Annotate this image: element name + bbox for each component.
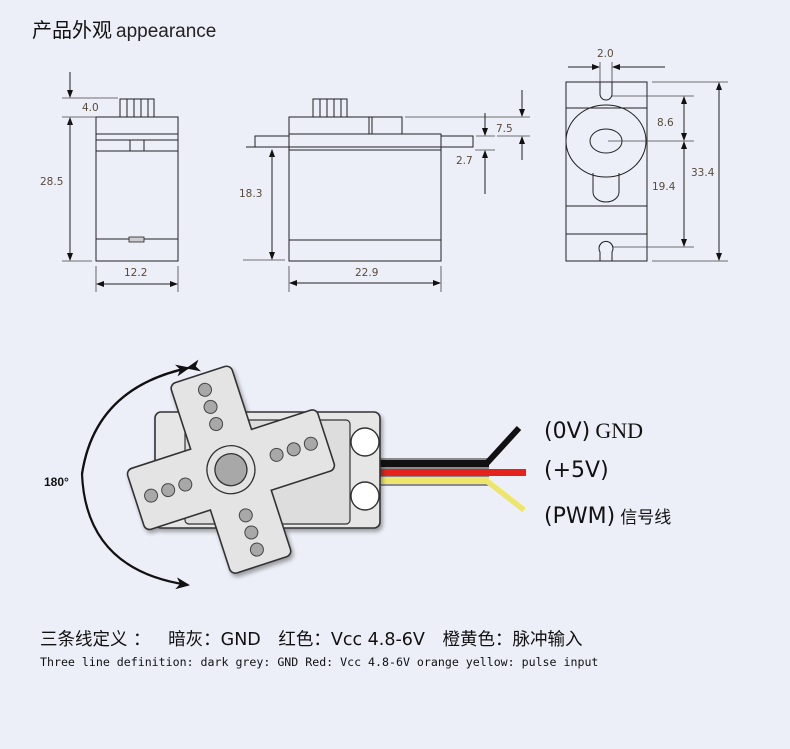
mount-hole bbox=[350, 427, 380, 457]
front-body bbox=[95, 116, 179, 262]
side-view: 18.3 22.9 2.7 7.5 bbox=[239, 90, 530, 292]
wire-black bbox=[376, 460, 489, 467]
wire-label-gnd: (0V) GND bbox=[544, 418, 643, 444]
wire-voltage-pwm: (PWM) bbox=[544, 504, 616, 529]
title-en: appearance bbox=[116, 21, 217, 42]
definition-intro: 三条线定义 ： bbox=[40, 630, 151, 650]
dim-total-length: 33.4 bbox=[691, 167, 715, 179]
dim-slot-width: 2.0 bbox=[597, 48, 614, 60]
dim-top-height: 7.5 bbox=[496, 123, 513, 135]
top-view: 2.0 8.6 19.4 33.4 bbox=[565, 48, 728, 262]
side-body bbox=[288, 133, 442, 262]
definition-en: Three line definition: dark grey: GND Re… bbox=[40, 655, 599, 669]
rotation-angle-label: 180° bbox=[44, 475, 69, 489]
definition-gnd: 暗灰：GND bbox=[168, 630, 261, 650]
wire-label-pwm: (PWM) 信号线 bbox=[544, 503, 671, 529]
dim-hole-to-shaft: 8.6 bbox=[657, 117, 674, 129]
dim-side-height: 18.3 bbox=[239, 188, 262, 200]
wire-name-pwm: 信号线 bbox=[620, 508, 672, 528]
dim-horn-height: 4.0 bbox=[82, 102, 99, 114]
definition-red: 红色：Vcc 4.8-6V bbox=[278, 630, 425, 650]
dim-shaft-to-hole: 19.4 bbox=[652, 181, 676, 193]
wires bbox=[376, 425, 526, 513]
wire-voltage-gnd: (0V) bbox=[544, 419, 591, 444]
horn-shaft bbox=[214, 453, 248, 487]
front-horn bbox=[119, 98, 155, 118]
wire-voltage-vcc: (+5V) bbox=[544, 458, 609, 483]
wire-yellow bbox=[376, 477, 489, 484]
mount-hole bbox=[350, 481, 380, 511]
wire-red bbox=[376, 469, 526, 476]
top-body bbox=[565, 81, 648, 262]
servo-illustration bbox=[126, 365, 381, 574]
dim-side-length: 22.9 bbox=[355, 267, 378, 279]
dim-front-width: 12.2 bbox=[124, 267, 147, 279]
servo-horn bbox=[126, 365, 336, 574]
wire-name-gnd: GND bbox=[595, 418, 643, 443]
dim-flange-thickness: 2.7 bbox=[456, 155, 473, 167]
dim-body-height: 28.5 bbox=[40, 176, 63, 188]
definition-orange: 橙黄色：脉冲输入 bbox=[442, 630, 583, 650]
front-view: 4.0 28.5 12.2 bbox=[40, 72, 179, 292]
wire-label-vcc: (+5V) bbox=[544, 458, 609, 483]
title-cn: 产品外观 bbox=[32, 18, 112, 42]
definition-cn: 三条线定义 ： 暗灰：GND 红色：Vcc 4.8-6V 橙黄色：脉冲输入 bbox=[40, 626, 594, 651]
